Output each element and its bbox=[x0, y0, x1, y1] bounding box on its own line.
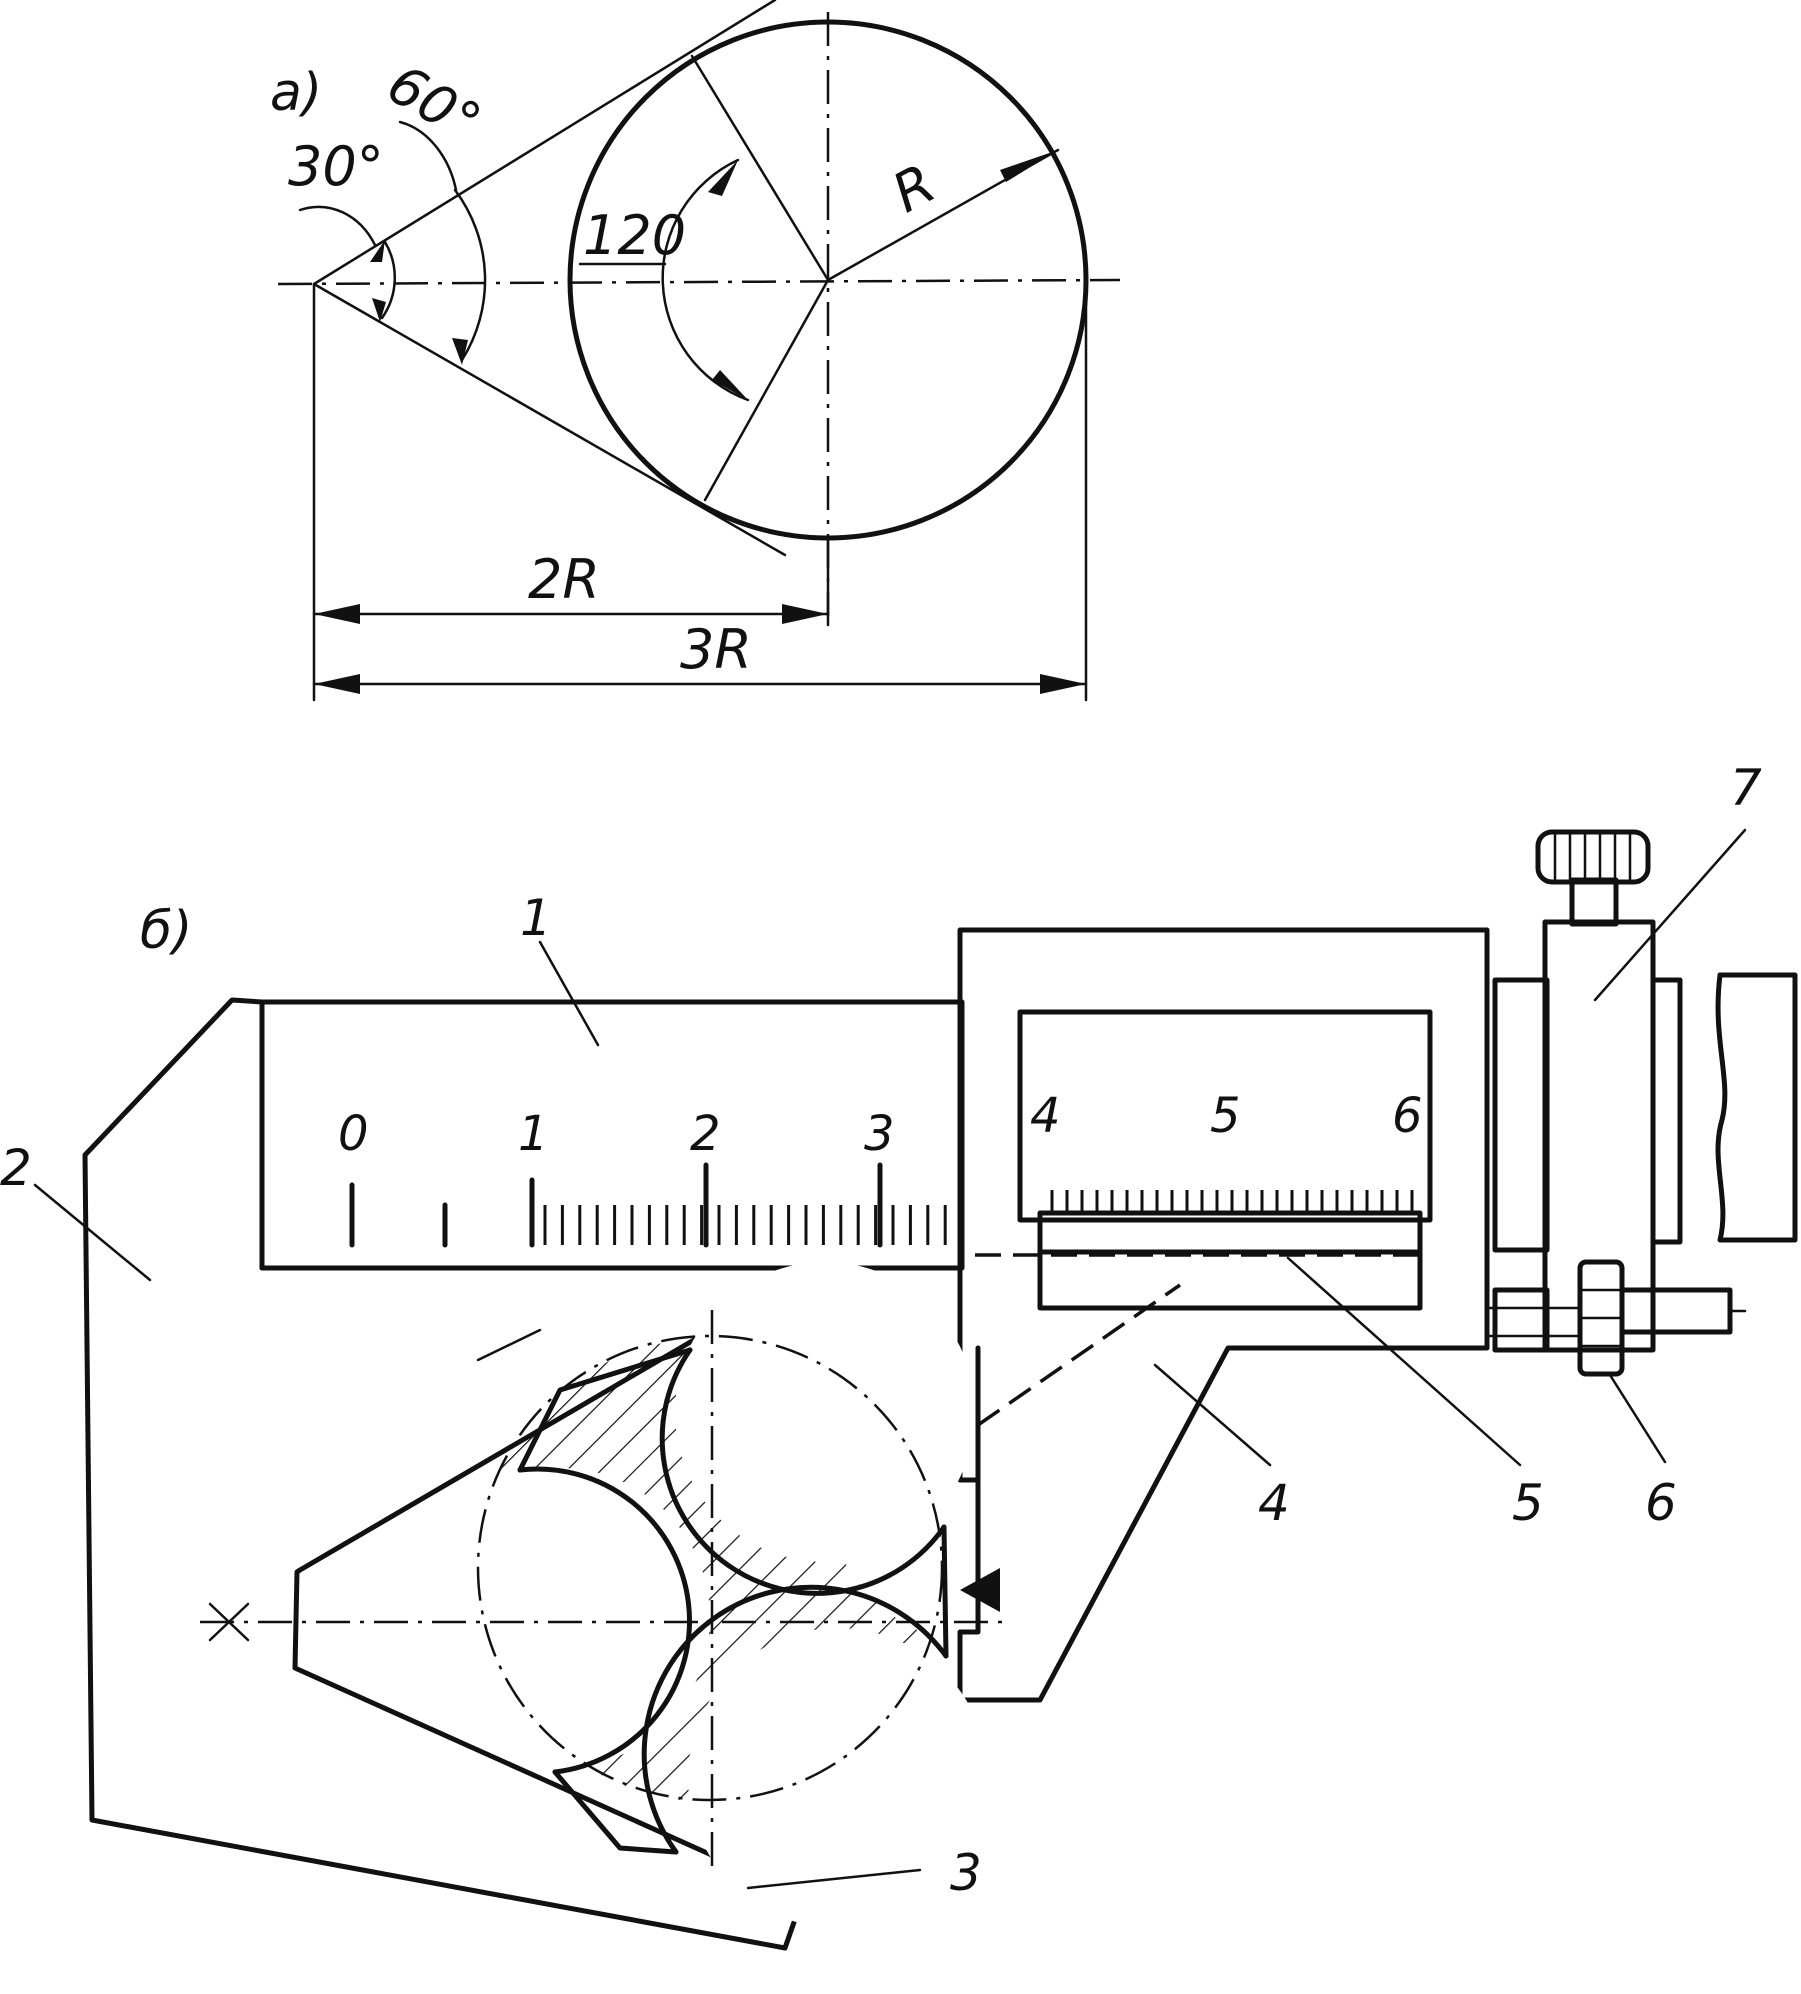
radius-arrowhead bbox=[1000, 150, 1058, 182]
leader-7 bbox=[1593, 828, 1747, 1002]
angle-30-leader bbox=[298, 205, 377, 247]
angle-30-arrow-2 bbox=[372, 298, 386, 322]
main-scale-ticks bbox=[349, 1162, 947, 1248]
part-outer-circle bbox=[476, 1334, 944, 1802]
clamp-block bbox=[1542, 919, 1656, 1353]
figure-a: а) R 120 30° 60° bbox=[270, 0, 1121, 702]
pointer-dashed-line bbox=[977, 1283, 1181, 1427]
radius-line-upper bbox=[690, 54, 830, 282]
horizontal-axis bbox=[277, 278, 1121, 286]
dimension-3r-label: 3R bbox=[680, 618, 752, 681]
window-scale-label-4: 4 bbox=[1030, 1088, 1061, 1144]
angle-60-arrow bbox=[452, 338, 468, 365]
dimension-2r-arrow-right bbox=[782, 604, 828, 624]
angle-120-arc bbox=[661, 158, 750, 402]
radius-label: R bbox=[882, 152, 945, 225]
clamp-side-block-lower bbox=[1492, 1287, 1550, 1353]
lower-tangent-line bbox=[312, 282, 787, 557]
part-number-6: 6 bbox=[1645, 1474, 1677, 1532]
fine-ticks bbox=[543, 1205, 947, 1245]
fine-screw-shaft-left bbox=[1488, 1306, 1580, 1338]
leader-3 bbox=[746, 1868, 922, 1890]
clamp-screw-knob bbox=[1535, 829, 1651, 885]
dimension-2r-arrow-left bbox=[314, 604, 360, 624]
measured-part bbox=[410, 1262, 988, 1928]
part-number-5: 5 bbox=[1512, 1474, 1544, 1532]
main-scale-label-0: 0 bbox=[338, 1106, 369, 1162]
angle-30-label: 30° bbox=[288, 135, 384, 198]
dimension-3r-arrow-left bbox=[314, 674, 360, 694]
vernier-plate bbox=[1037, 1210, 1423, 1311]
angle-30-arc bbox=[380, 240, 396, 320]
dimension-2r-label: 2R bbox=[528, 548, 600, 611]
angle-30-arrow bbox=[370, 240, 385, 262]
main-scale-label-1: 1 bbox=[518, 1106, 549, 1162]
part-edge-right bbox=[941, 1524, 949, 1659]
leader-6 bbox=[1608, 1373, 1667, 1464]
part-number-1: 1 bbox=[520, 889, 552, 947]
window-scale-label-5: 5 bbox=[1210, 1088, 1241, 1144]
slider-frame bbox=[957, 927, 1490, 1703]
vernier-window bbox=[1017, 1009, 1433, 1223]
main-scale-label-2: 2 bbox=[690, 1106, 721, 1162]
clamp-screw-neck bbox=[1569, 877, 1619, 927]
figure-a-label: а) bbox=[270, 63, 322, 123]
contact-point-marker bbox=[960, 1568, 1000, 1612]
cutout-left bbox=[517, 1466, 692, 1775]
apex-cross-2 bbox=[208, 1602, 250, 1642]
window-scale-label-6: 6 bbox=[1392, 1088, 1423, 1144]
cutout-top bbox=[659, 1347, 947, 1596]
fine-screw-shaft-right bbox=[1619, 1287, 1733, 1335]
part-edge-bottom bbox=[552, 1769, 679, 1855]
angle-120-label: 120 bbox=[583, 204, 686, 267]
part-number-3: 3 bbox=[950, 1844, 982, 1902]
angle-60-leader bbox=[398, 120, 458, 192]
clamp-side-block bbox=[1492, 977, 1550, 1253]
angle-120-arrow-top bbox=[708, 160, 738, 196]
leader-4 bbox=[1153, 1363, 1272, 1467]
rod-broken-end bbox=[1715, 972, 1798, 1243]
leader-2 bbox=[33, 1183, 152, 1282]
part-number-7: 7 bbox=[1730, 759, 1762, 817]
figure-b-label: б) bbox=[140, 901, 192, 961]
angle-120-arrow-bottom bbox=[712, 370, 748, 400]
part-number-4: 4 bbox=[1258, 1474, 1290, 1532]
radius-line-lower bbox=[703, 278, 830, 502]
rod-stub bbox=[1650, 977, 1683, 1245]
clamp-screw-knurl bbox=[1553, 832, 1632, 882]
leader-5 bbox=[1286, 1256, 1522, 1467]
part-number-2: 2 bbox=[0, 1139, 32, 1197]
leader-1 bbox=[538, 940, 600, 1047]
main-scale-label-3: 3 bbox=[864, 1106, 895, 1162]
figure-b: б) 0 1 2 3 4 5 6 bbox=[0, 759, 1798, 1951]
dimension-3r-arrow-right bbox=[1040, 674, 1086, 694]
window-ticks bbox=[1050, 1190, 1414, 1213]
upper-tangent-line bbox=[312, 0, 777, 286]
angle-60-arc bbox=[453, 188, 487, 362]
angle-60-label: 60° bbox=[377, 52, 491, 154]
part-edge-top bbox=[517, 1347, 693, 1473]
